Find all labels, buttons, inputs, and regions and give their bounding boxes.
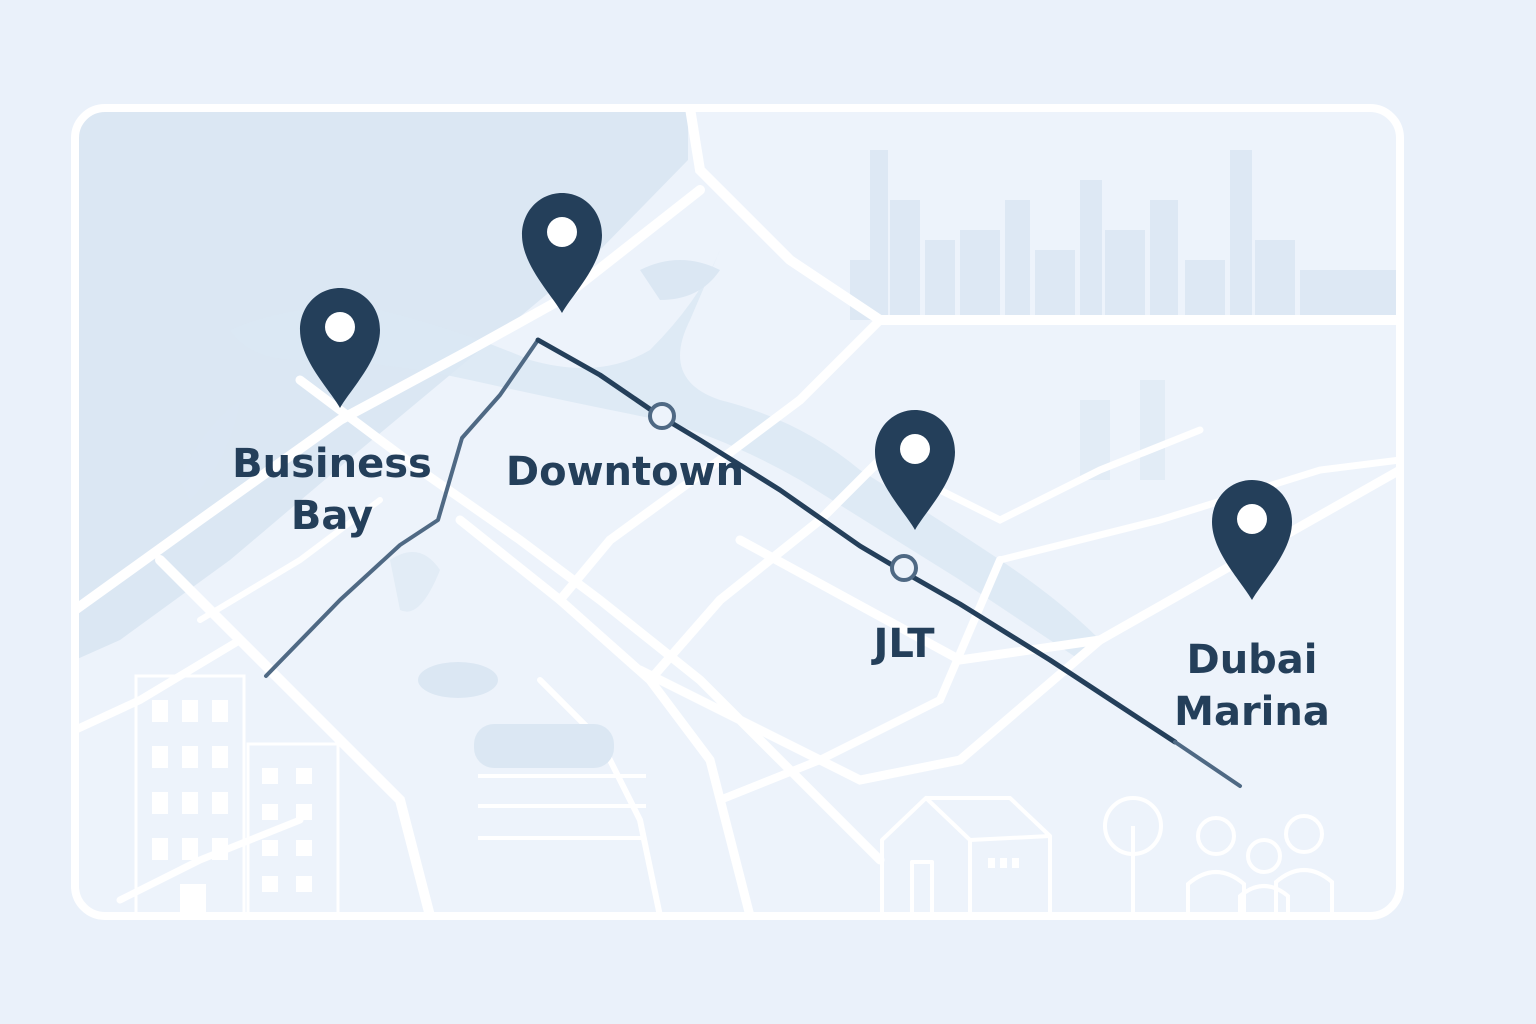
map-card-border (71, 104, 1404, 920)
family-illustration (1186, 814, 1334, 916)
route-stop-icon (648, 402, 676, 430)
map-pin-icon[interactable] (522, 193, 602, 313)
skyline (850, 150, 1400, 480)
map-pin-icon[interactable] (300, 288, 380, 408)
location-label-business-bay: Business Bay (232, 438, 432, 542)
location-label-line: Downtown (505, 449, 745, 495)
tree-illustration (1103, 796, 1163, 916)
house-illustration (880, 796, 1052, 916)
location-label-jlt: JLT (840, 618, 968, 670)
route-line (264, 337, 1242, 788)
buildings-illustration (134, 674, 340, 916)
map-pin-icon[interactable] (1212, 480, 1292, 600)
location-label-dubai-marina: Dubai Marina (1162, 634, 1342, 738)
mall-illustration (474, 724, 646, 840)
location-label-downtown: Downtown (500, 446, 750, 498)
map-pin-icon[interactable] (875, 410, 955, 530)
route-stop-icon (890, 554, 918, 582)
location-label-line: Marina (1174, 689, 1330, 735)
location-label-line: JLT (873, 621, 935, 667)
location-label-line: Dubai (1186, 637, 1318, 683)
location-label-line: Business (232, 441, 432, 487)
location-label-line: Bay (290, 493, 374, 539)
